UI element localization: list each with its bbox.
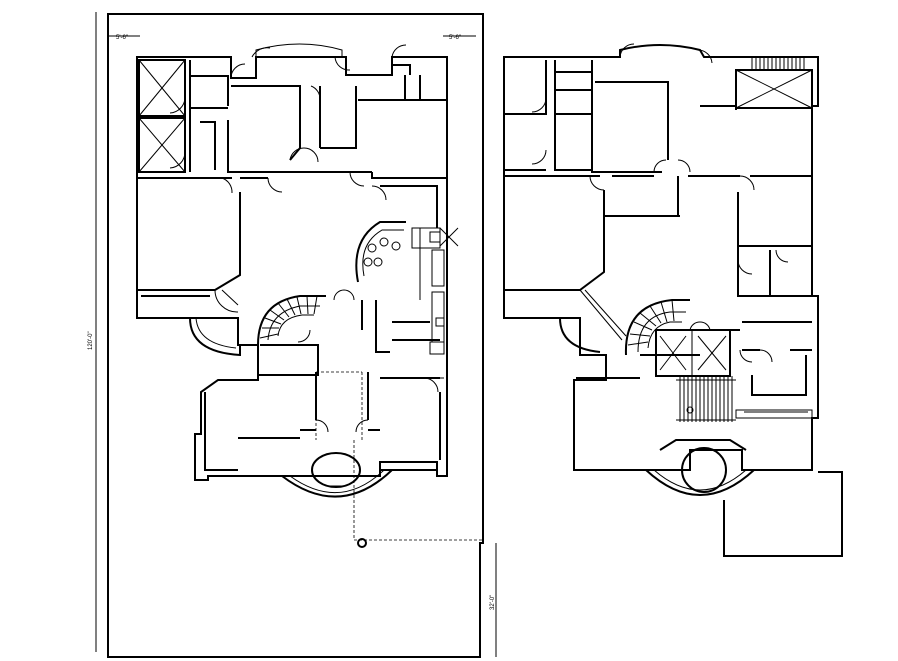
dim-top-right: 5'-6" <box>449 35 461 41</box>
west-bay <box>189 289 241 357</box>
first-floor-walls <box>504 60 812 396</box>
first-floor-doors <box>531 43 789 363</box>
plot-marker <box>357 538 367 548</box>
dashed-overhead <box>315 371 483 541</box>
front-porch-arc <box>281 452 393 498</box>
dim-top-left: 5'-6" <box>116 35 128 41</box>
interior-walls <box>137 60 447 471</box>
balcony-box <box>735 57 813 109</box>
storage-cross-boxes <box>138 59 186 173</box>
dim-bottom-right: 32'-0" <box>490 595 496 610</box>
first-floor-west-bay <box>559 289 627 353</box>
central-stair-block <box>655 321 813 422</box>
dining-bay-curve <box>355 221 406 283</box>
ground-floor-plan: 5'-6" 5'-6" 120'-0" 32'-0" <box>88 12 497 658</box>
kitchen-counter <box>411 227 459 355</box>
first-floor-front-bay <box>645 439 843 557</box>
door-swings <box>169 43 439 433</box>
spiral-staircase <box>257 295 326 346</box>
upper-spiral-staircase <box>624 299 690 356</box>
first-floor-plan <box>503 43 843 557</box>
first-floor-outline <box>503 44 819 471</box>
dim-overall-height: 120'-0" <box>88 331 94 350</box>
plot-boundary <box>107 13 484 658</box>
